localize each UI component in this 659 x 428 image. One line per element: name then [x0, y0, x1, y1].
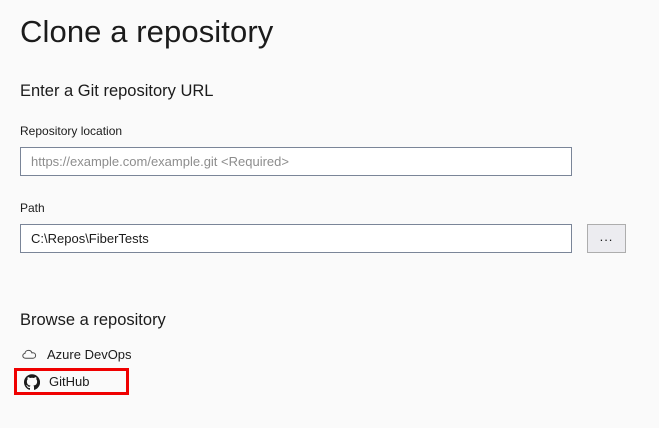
repo-source-label: Azure DevOps — [47, 346, 132, 362]
url-section-heading: Enter a Git repository URL — [20, 82, 214, 100]
browse-folder-button[interactable]: ... — [587, 224, 626, 253]
ellipsis-icon: ... — [599, 229, 614, 244]
github-icon — [23, 373, 41, 391]
repository-location-input[interactable] — [20, 147, 572, 176]
page-title: Clone a repository — [20, 14, 274, 49]
path-label: Path — [20, 201, 45, 215]
cloud-icon — [20, 346, 38, 364]
repo-source-github[interactable]: GitHub — [14, 368, 129, 395]
repo-source-label: GitHub — [49, 373, 90, 389]
repo-source-azure-devops[interactable]: Azure DevOps — [14, 341, 132, 368]
path-input[interactable] — [20, 224, 572, 253]
repository-location-label: Repository location — [20, 124, 123, 138]
browse-section-heading: Browse a repository — [20, 311, 166, 329]
